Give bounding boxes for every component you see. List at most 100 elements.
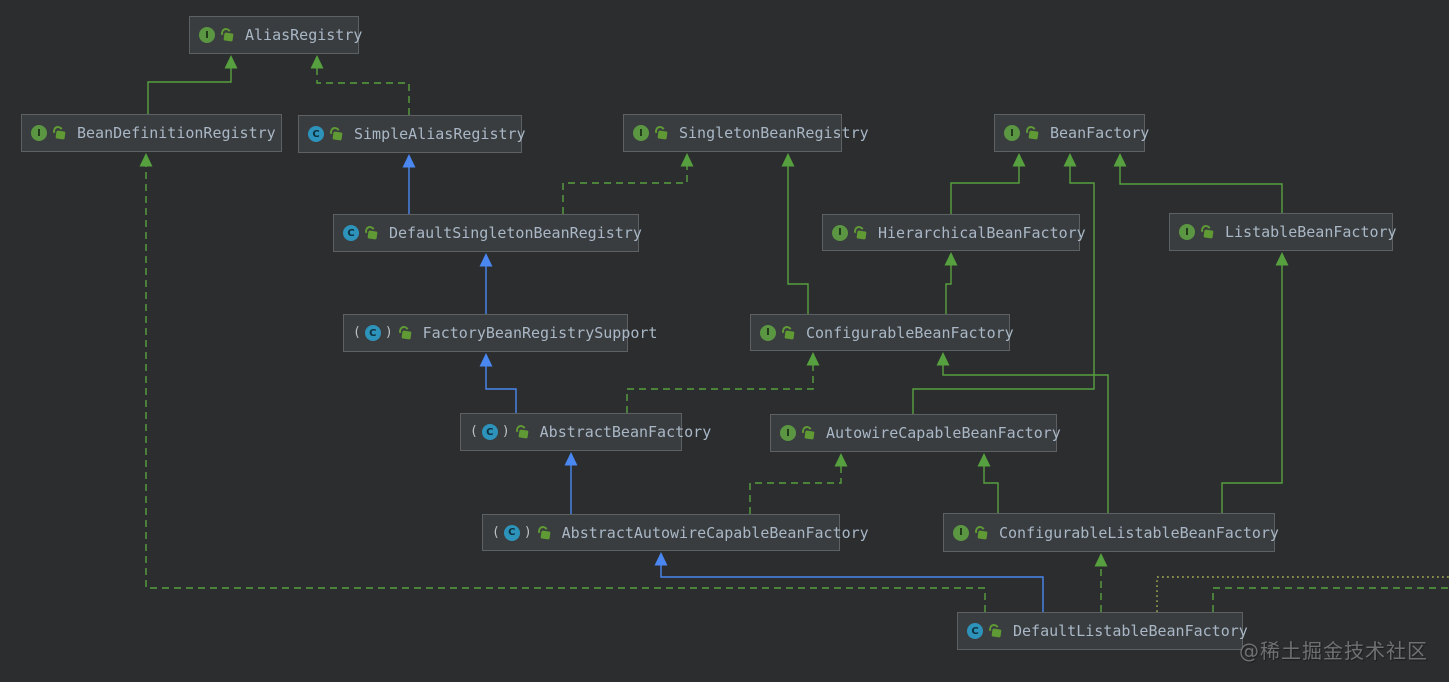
edge-AbstractAutowireCapableBeanFactory-to-AutowireCapableBeanFactory bbox=[749, 466, 842, 514]
abstract-paren-icon: ( bbox=[470, 424, 478, 439]
open-lock-icon bbox=[800, 424, 815, 440]
abstract-paren-icon: ) bbox=[523, 524, 532, 540]
interface-icon: I bbox=[633, 125, 649, 141]
lock-body bbox=[657, 130, 668, 140]
node-label: DefaultListableBeanFactory bbox=[1013, 622, 1248, 640]
edge-DefaultListableBeanFactory-to-BeanDefinitionRegistry bbox=[145, 166, 986, 612]
node-AbstractAutowireCapableBeanFactory[interactable]: (C)AbstractAutowireCapableBeanFactory bbox=[482, 514, 869, 551]
interface-icon: I bbox=[199, 27, 215, 43]
open-lock-icon bbox=[219, 26, 234, 42]
interface-icon: I bbox=[832, 224, 848, 241]
icon-cluster: I bbox=[780, 424, 815, 441]
arrowhead-ConfigurableBeanFactory bbox=[936, 352, 950, 366]
abstract-class-icon: C bbox=[503, 524, 520, 541]
node-label: SimpleAliasRegistry bbox=[354, 125, 526, 143]
interface-icon: I bbox=[1004, 125, 1020, 141]
arrowhead-AbstractAutowireCapableBeanFactory bbox=[654, 552, 668, 566]
arrowhead-HierarchicalBeanFactory bbox=[944, 252, 958, 266]
icon-cluster: (C) bbox=[470, 423, 529, 440]
class-icon: C bbox=[343, 225, 359, 241]
icon-cluster: (C) bbox=[492, 524, 551, 541]
edge-HierarchicalBeanFactory-to-BeanFactory bbox=[950, 166, 1020, 214]
abstract-paren-icon: ( bbox=[492, 524, 500, 540]
arrowhead-BeanDefinitionRegistry bbox=[139, 153, 153, 167]
node-FactoryBeanRegistrySupport[interactable]: (C)FactoryBeanRegistrySupport bbox=[343, 314, 657, 352]
lock-body bbox=[784, 329, 795, 340]
edge-AutowireCapableBeanFactory-to-BeanFactory bbox=[912, 166, 1095, 414]
interface-icon: I bbox=[1179, 224, 1195, 240]
interface-icon: I bbox=[953, 524, 969, 541]
arrowhead-SingletonBeanRegistry bbox=[781, 153, 795, 167]
arrowhead-AutowireCapableBeanFactory bbox=[977, 453, 991, 467]
lock-body bbox=[367, 230, 378, 240]
abstract-paren-icon: ) bbox=[384, 325, 393, 340]
edge-BeanDefinitionRegistry-to-AliasRegistry bbox=[147, 68, 232, 114]
edge-SimpleAliasRegistry-to-AliasRegistry bbox=[316, 68, 410, 115]
arrowhead-SingletonBeanRegistry bbox=[680, 153, 694, 167]
node-label: AliasRegistry bbox=[245, 26, 363, 44]
icon-cluster: I bbox=[31, 124, 66, 141]
open-lock-icon bbox=[987, 622, 1002, 638]
icon-cluster: I bbox=[199, 26, 234, 43]
abstract-class-icon: C bbox=[364, 325, 381, 341]
lock-body bbox=[518, 429, 529, 439]
lock-body bbox=[401, 330, 412, 340]
edge-AbstractBeanFactory-to-FactoryBeanRegistrySupport bbox=[485, 366, 517, 413]
arrowhead-AliasRegistry bbox=[224, 55, 238, 69]
node-SimpleAliasRegistry[interactable]: C SimpleAliasRegistry bbox=[298, 115, 526, 153]
node-label: AbstractBeanFactory bbox=[539, 423, 712, 441]
abstract-paren-icon: ( bbox=[353, 325, 361, 340]
open-lock-icon bbox=[514, 423, 529, 439]
node-AbstractBeanFactory[interactable]: (C) AbstractBeanFactory bbox=[460, 413, 711, 451]
edge-AbstractBeanFactory-to-ConfigurableBeanFactory bbox=[626, 365, 814, 413]
edge-DefaultSingletonBeanRegistry-to-SingletonBeanRegistry bbox=[562, 166, 688, 214]
arrowhead-ConfigurableListableBeanFactory bbox=[1094, 553, 1108, 567]
icon-cluster: I bbox=[953, 524, 988, 541]
lock-body bbox=[1028, 130, 1039, 140]
edge-ConfigurableListableBeanFactory-to-AutowireCapableBeanFactory bbox=[983, 466, 999, 513]
edge-ListableBeanFactory-to-BeanFactory bbox=[1119, 166, 1283, 213]
watermark: @稀土掘金技术社区 bbox=[1239, 639, 1428, 663]
open-lock-icon bbox=[653, 124, 668, 140]
node-AliasRegistry[interactable]: I AliasRegistry bbox=[189, 16, 363, 54]
lock-body bbox=[55, 130, 66, 140]
icon-cluster: I bbox=[832, 224, 867, 241]
lock-body bbox=[223, 32, 234, 42]
interface-icon: I bbox=[31, 125, 47, 141]
edge-DefaultListableBeanFactory-to-offscreen-right bbox=[1212, 587, 1449, 612]
icon-cluster: I bbox=[633, 124, 668, 141]
edge-DefaultListableBeanFactory-to-offscreen-right bbox=[1156, 576, 1449, 612]
lock-body bbox=[856, 229, 867, 240]
node-HierarchicalBeanFactory[interactable]: I HierarchicalBeanFactory bbox=[822, 214, 1086, 251]
edge-ConfigurableBeanFactory-to-HierarchicalBeanFactory bbox=[945, 265, 952, 314]
arrowhead-SimpleAliasRegistry bbox=[402, 154, 416, 168]
node-AutowireCapableBeanFactory[interactable]: I AutowireCapableBeanFactory bbox=[770, 414, 1061, 452]
node-label: SingletonBeanRegistry bbox=[679, 124, 869, 142]
node-label: AutowireCapableBeanFactory bbox=[826, 424, 1061, 442]
interface-icon: I bbox=[780, 425, 796, 441]
node-label: HierarchicalBeanFactory bbox=[878, 223, 1086, 242]
class-icon: C bbox=[308, 126, 324, 142]
open-lock-icon bbox=[328, 125, 343, 141]
arrowhead-ConfigurableBeanFactory bbox=[806, 352, 820, 366]
arrowhead-FactoryBeanRegistrySupport bbox=[479, 353, 493, 367]
node-DefaultListableBeanFactory[interactable]: C DefaultListableBeanFactory bbox=[957, 612, 1248, 650]
arrowhead-DefaultSingletonBeanRegistry bbox=[479, 253, 493, 267]
open-lock-icon bbox=[397, 324, 412, 340]
icon-cluster: C bbox=[967, 622, 1002, 639]
arrowhead-AbstractBeanFactory bbox=[564, 452, 578, 466]
edge-ConfigurableListableBeanFactory-to-ConfigurableBeanFactory bbox=[942, 365, 1109, 513]
interface-icon: I bbox=[760, 324, 776, 341]
open-lock-icon bbox=[1024, 124, 1039, 140]
abstract-paren-icon: ) bbox=[501, 424, 510, 439]
node-SingletonBeanRegistry[interactable]: I SingletonBeanRegistry bbox=[623, 114, 869, 152]
arrowhead-ListableBeanFactory bbox=[1275, 252, 1289, 266]
